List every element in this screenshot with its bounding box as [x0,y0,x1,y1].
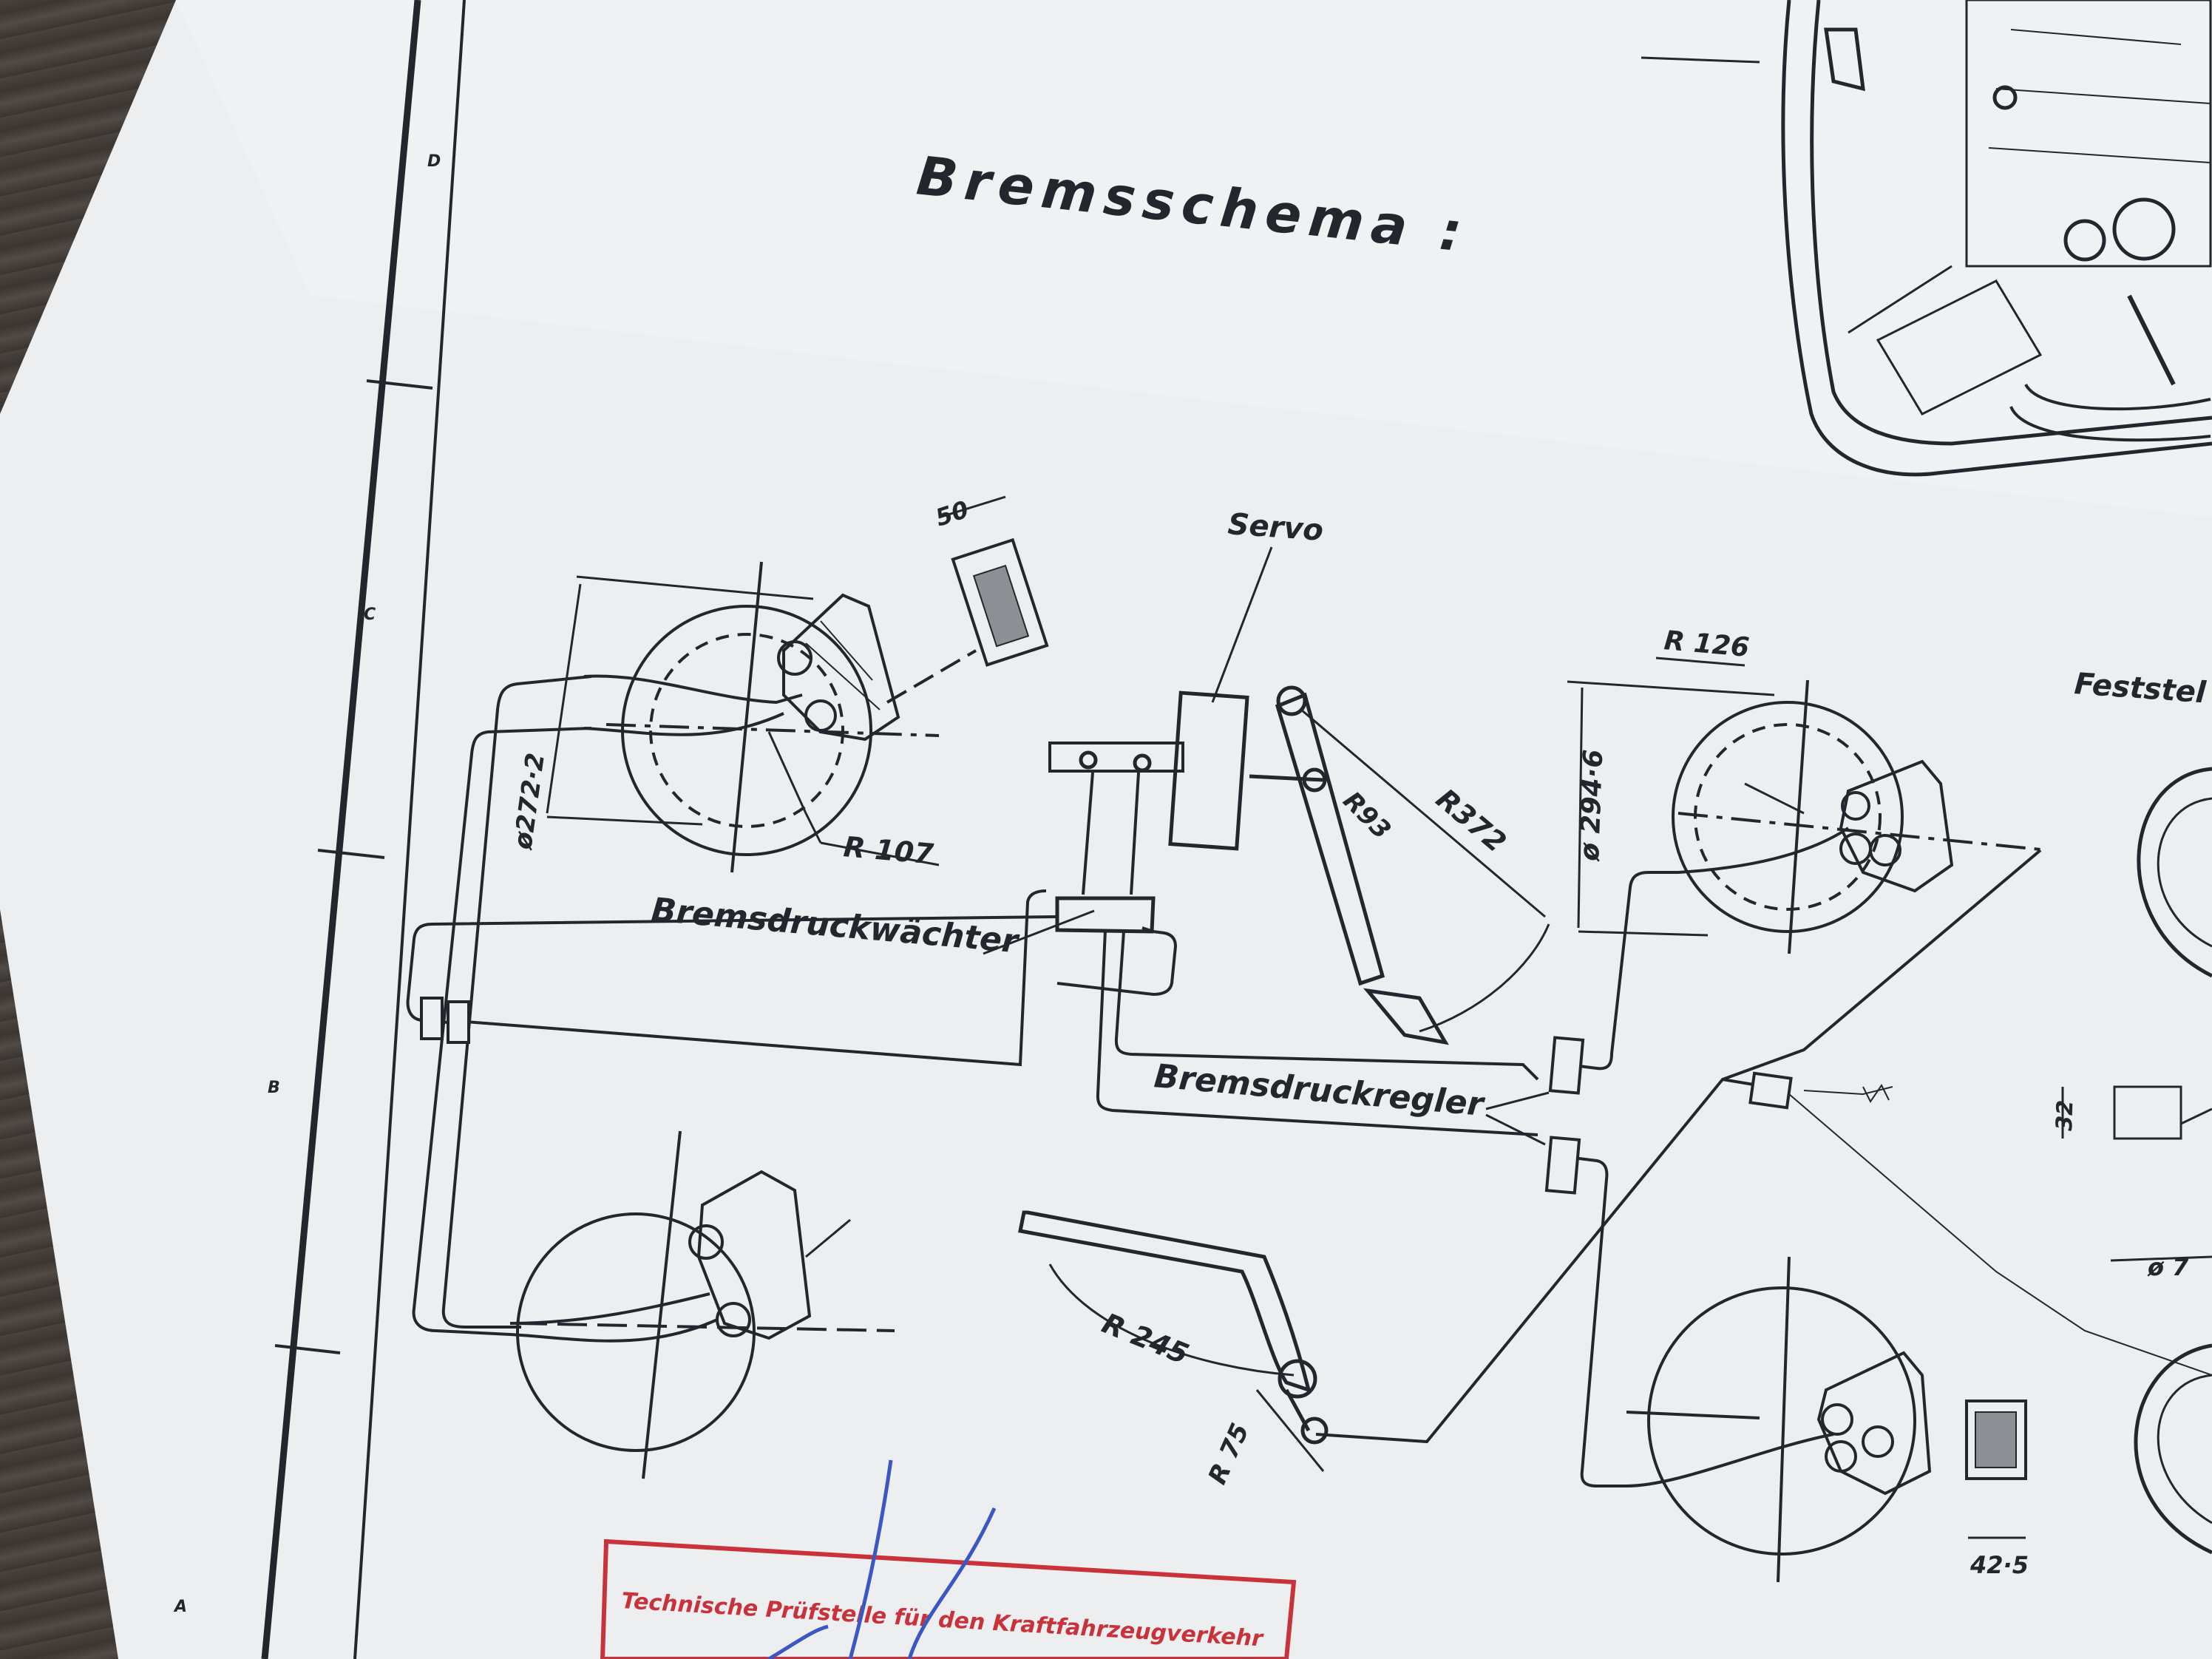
servo-unit [1048,546,1273,851]
vehicle-outline [1641,0,2212,477]
dim-rear-diameter: ø 294·6 [1575,749,1609,862]
margin-mark-a: A [173,1598,187,1616]
front-lower-brake [516,1130,895,1479]
pressure-regulator-leaders [1485,1091,1550,1146]
margin-mark-d: D [427,152,441,171]
servo-label: Servo [1227,507,1324,548]
rear-upper-brake [1672,679,2049,954]
dim-rear-drum-diameter: ø 7 [2147,1253,2189,1281]
margin-mark-b: B [268,1079,280,1097]
rear-upper-dimensions [1567,657,1805,937]
pressure-switch-leader [983,909,1095,955]
front-left-dimensions [546,575,940,866]
brake-pedal [1249,685,1550,1045]
brake-pad-detail [886,495,1049,704]
dim-rear-radius: R 126 [1663,625,1751,663]
dim-small: 32 [2052,1099,2078,1131]
margin-marks: D C B A [173,152,441,1616]
dim-rear-pad-width: 42·5 [1970,1551,2029,1579]
rear-drums [2061,767,2212,1555]
line-junctions [420,997,1793,1195]
dim-front-radius: R 107 [842,830,935,870]
handbrake-lever [1018,1210,1329,1472]
margin-mark-c: C [364,605,376,624]
rear-lower-brake [1626,1256,2027,1583]
drawing-frame [261,0,466,1659]
